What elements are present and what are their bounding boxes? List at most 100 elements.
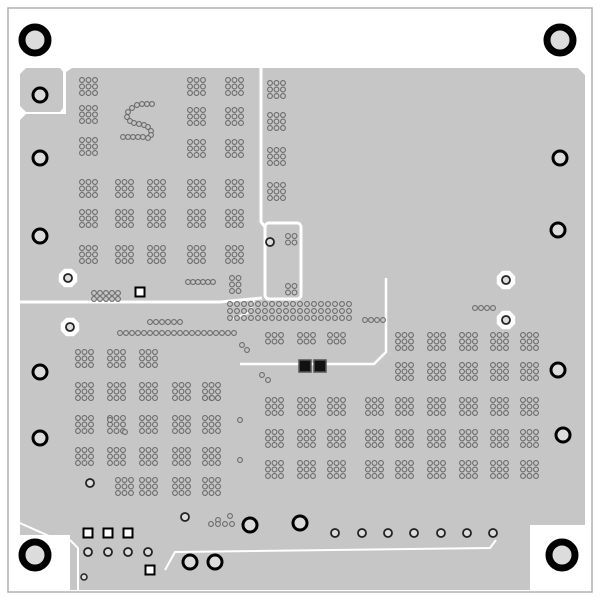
via: [128, 222, 134, 228]
via: [107, 349, 113, 355]
via: [187, 258, 193, 264]
via: [153, 330, 159, 336]
via: [231, 222, 238, 228]
via: [459, 460, 465, 466]
via: [333, 397, 340, 403]
via: [401, 473, 408, 479]
via: [280, 93, 286, 99]
via: [187, 152, 193, 158]
via: [427, 473, 433, 479]
via: [135, 134, 141, 140]
via: [490, 332, 496, 338]
via: [120, 382, 126, 388]
via: [269, 308, 275, 314]
via: [202, 483, 208, 490]
via: [113, 453, 120, 460]
through-hole-icon: [181, 553, 199, 571]
via: [115, 290, 121, 296]
small-hole-icon: [103, 547, 113, 557]
via: [152, 428, 158, 434]
via: [265, 429, 271, 435]
via: [193, 215, 200, 222]
via: [465, 435, 472, 442]
via: [378, 435, 384, 442]
via: [88, 428, 94, 434]
via: [185, 483, 191, 490]
via: [139, 447, 145, 453]
via: [297, 460, 303, 466]
via: [520, 429, 526, 435]
via: [303, 435, 310, 442]
through-hole-icon: [549, 361, 567, 379]
via: [496, 338, 503, 345]
via: [202, 428, 208, 434]
via: [267, 118, 273, 125]
via: [213, 330, 219, 336]
via: [427, 435, 433, 442]
via: [318, 301, 324, 307]
via: [237, 417, 243, 423]
via: [85, 209, 92, 215]
via: [310, 473, 316, 479]
via: [503, 410, 509, 416]
via: [427, 375, 433, 381]
via: [160, 251, 166, 258]
via: [273, 112, 280, 118]
via: [92, 90, 98, 96]
via: [297, 308, 303, 314]
via: [229, 281, 235, 288]
via: [459, 362, 465, 368]
via: [120, 421, 126, 428]
via: [187, 90, 193, 96]
via: [459, 403, 465, 410]
via: [185, 279, 191, 285]
via: [92, 258, 98, 264]
via: [433, 435, 440, 442]
via: [149, 101, 155, 107]
via: [290, 301, 296, 307]
via: [333, 460, 340, 466]
via: [472, 466, 478, 473]
via: [297, 403, 303, 410]
via: [365, 429, 371, 435]
via: [490, 466, 496, 473]
via: [147, 192, 153, 198]
via: [185, 477, 191, 483]
mounting-hole-icon: [543, 23, 577, 57]
via: [231, 120, 238, 126]
via: [200, 77, 206, 83]
via: [92, 179, 98, 185]
via: [365, 466, 371, 473]
via: [120, 395, 126, 401]
via: [193, 251, 200, 258]
via: [238, 222, 244, 228]
via: [304, 315, 310, 321]
via: [496, 403, 503, 410]
through-hole-icon: [241, 516, 259, 534]
via: [153, 179, 160, 185]
via: [81, 355, 88, 362]
via: [433, 442, 440, 448]
via: [459, 375, 465, 381]
via: [267, 182, 273, 188]
via: [395, 473, 401, 479]
via: [153, 222, 160, 228]
via: [231, 185, 238, 192]
via: [340, 466, 346, 473]
via: [408, 403, 414, 410]
via: [520, 397, 526, 403]
via: [200, 120, 206, 126]
via: [433, 397, 440, 403]
via: [520, 460, 526, 466]
via: [231, 90, 238, 96]
via: [280, 80, 286, 86]
via: [139, 460, 145, 466]
via: [75, 349, 81, 355]
via: [107, 428, 113, 434]
via: [433, 368, 440, 375]
via: [365, 397, 371, 403]
via: [472, 442, 478, 448]
via: [115, 192, 121, 198]
via: [153, 245, 160, 251]
